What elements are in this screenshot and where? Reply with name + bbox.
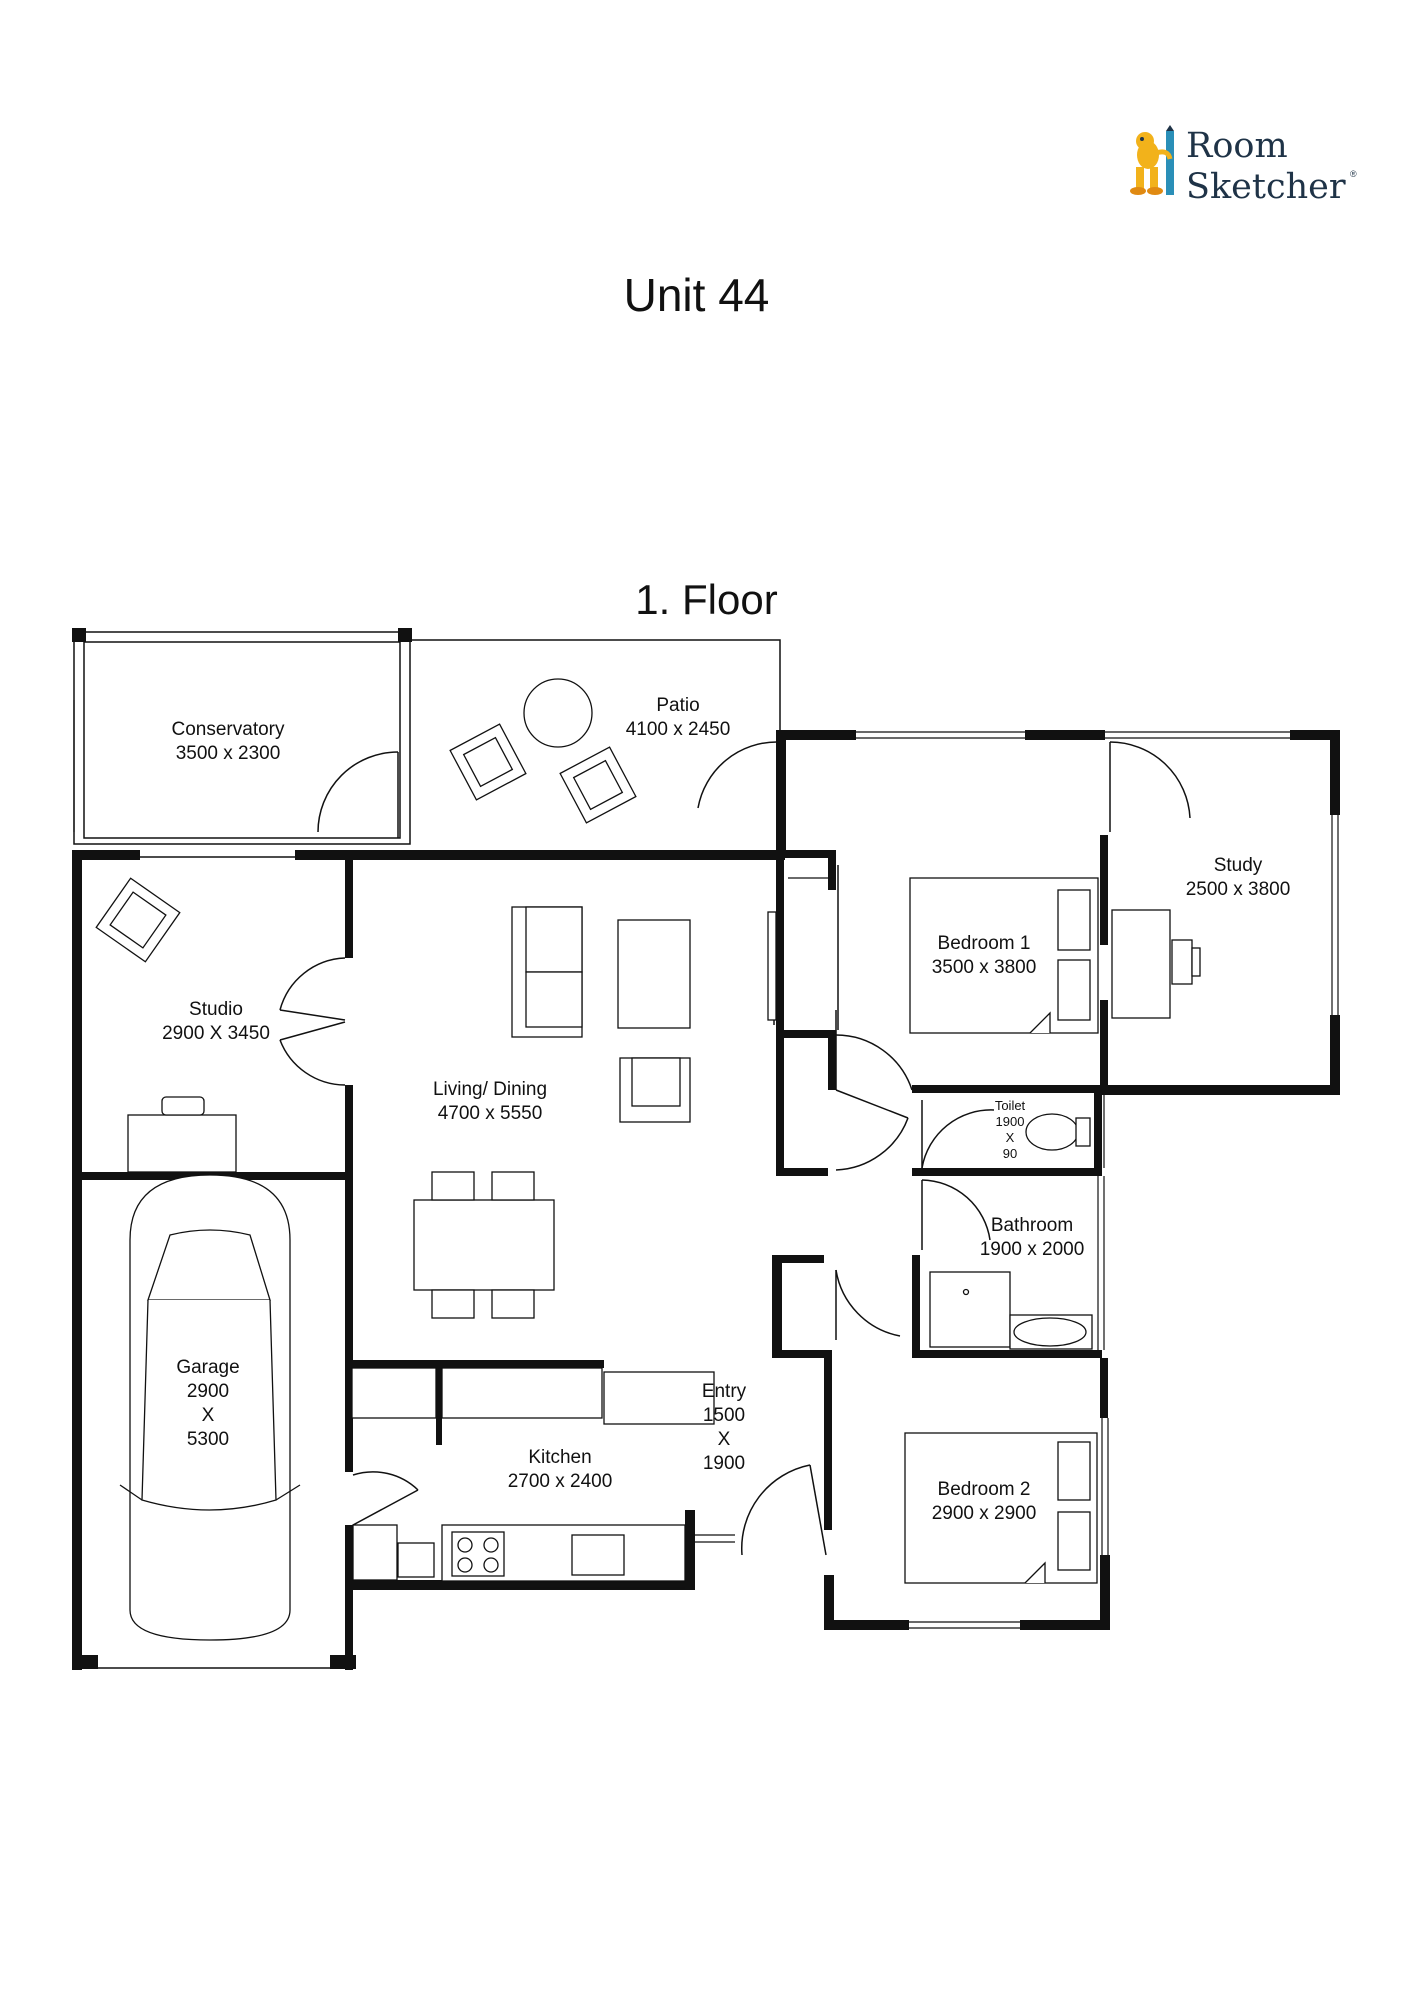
room-height: 1900 [702, 1453, 746, 1474]
room-study: Study 2500 x 3800 [1186, 854, 1291, 902]
room-patio: Patio 4100 x 2450 [626, 694, 731, 742]
floor-title: 1. Floor [635, 576, 778, 623]
logo-word-room: Room [1186, 126, 1288, 166]
room-height: 90 [1002, 1146, 1018, 1161]
room-living-dining: Living/ Dining 4700 x 5550 [433, 1078, 547, 1126]
room-width: 1900 [995, 1114, 1025, 1129]
room-name: Toilet [994, 1098, 1026, 1113]
room-bedroom-2: Bedroom 2 2900 x 2900 [932, 1478, 1037, 1526]
room-size: 4700 x 5550 [437, 1103, 543, 1124]
room-size: 2700 x 2400 [507, 1471, 613, 1492]
unit-title: Unit 44 [623, 269, 770, 321]
room-bathroom: Bathroom 1900 x 2000 [980, 1214, 1085, 1262]
logo-word-sketcher: Sketcher [1186, 167, 1346, 207]
room-toilet: Toilet 1900 X 90 [995, 1098, 1025, 1162]
room-x: X [1005, 1130, 1015, 1145]
room-size: 2900 x 2900 [931, 1503, 1037, 1524]
room-name: Study [1213, 855, 1263, 876]
room-size: 2900 X 3450 [162, 1023, 270, 1044]
roomsketcher-logo: Room Sketcher ® [1128, 125, 1358, 215]
room-x: X [201, 1405, 215, 1426]
room-name: Living/ Dining [432, 1079, 548, 1100]
room-name: Bathroom [990, 1215, 1074, 1236]
room-entry: Entry 1500 X 1900 [702, 1380, 746, 1476]
room-name: Bedroom 2 [937, 1479, 1031, 1500]
room-name: Kitchen [528, 1447, 592, 1468]
room-garage: Garage 2900 X 5300 [176, 1356, 239, 1452]
room-name: Entry [701, 1381, 747, 1402]
room-studio: Studio 2900 X 3450 [162, 998, 270, 1046]
room-size: 2500 x 3800 [1185, 879, 1291, 900]
room-name: Studio [189, 999, 243, 1020]
room-size: 4100 x 2450 [625, 719, 731, 740]
room-size: 3500 x 2300 [175, 743, 281, 764]
room-kitchen: Kitchen 2700 x 2400 [508, 1446, 613, 1494]
room-x: X [717, 1429, 731, 1450]
room-width: 2900 [186, 1381, 230, 1402]
room-bedroom-1: Bedroom 1 3500 x 3800 [932, 932, 1037, 980]
room-size: 3500 x 3800 [931, 957, 1037, 978]
room-name: Conservatory [171, 719, 285, 740]
room-height: 5300 [186, 1429, 230, 1450]
room-name: Patio [656, 695, 700, 716]
room-size: 1900 x 2000 [979, 1239, 1085, 1260]
room-name: Bedroom 1 [937, 933, 1031, 954]
room-width: 1500 [702, 1405, 746, 1426]
logo-registered-mark: ® [1350, 169, 1357, 179]
room-conservatory: Conservatory 3500 x 2300 [172, 718, 285, 766]
room-name: Garage [176, 1357, 240, 1378]
mascot-icon [1130, 125, 1174, 195]
